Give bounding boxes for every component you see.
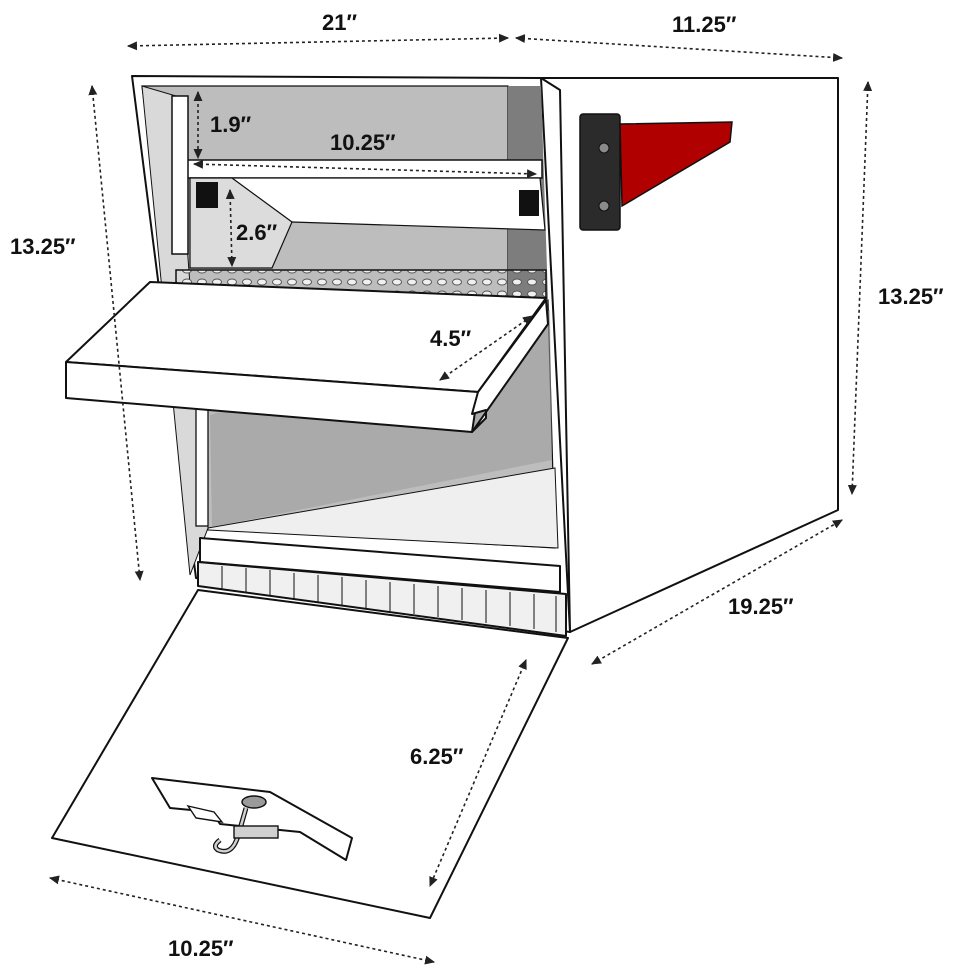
left-clip <box>196 182 218 208</box>
flag-bolt-bottom <box>598 200 610 212</box>
label-bracket-height: 2.6″ <box>236 220 278 245</box>
left-post-lower <box>195 407 209 527</box>
dim-line-top-depth <box>514 34 844 62</box>
dim-line-top-width <box>126 33 510 51</box>
flag-bracket <box>579 113 621 231</box>
dim-line-door-height <box>429 658 527 888</box>
label-door-width: 10.25″ <box>168 936 234 961</box>
hinge-knuckles <box>221 566 557 632</box>
label-door-height: 6.25″ <box>410 744 464 769</box>
label-left-height: 13.25″ <box>10 234 76 259</box>
door-handle <box>151 777 353 861</box>
left-post <box>171 95 189 255</box>
dim-line-bracket-height <box>225 188 237 268</box>
right-clip <box>519 190 539 216</box>
door-handle-inner <box>186 804 224 823</box>
red-flag <box>619 121 733 208</box>
front-sill <box>199 537 561 593</box>
latch-hook <box>212 795 279 854</box>
label-slot-height: 1.9″ <box>210 112 252 137</box>
dim-line-side-depth <box>591 519 843 665</box>
hinge-strip <box>197 561 567 637</box>
dim-line-right-height <box>847 80 873 496</box>
open-door <box>51 589 569 919</box>
label-right-height: 13.25″ <box>878 284 944 309</box>
label-side-depth: 19.25″ <box>728 594 794 619</box>
dim-line-left-height <box>88 84 144 582</box>
dim-line-tray-depth <box>439 315 533 381</box>
interior-floor <box>207 467 559 549</box>
flag-bolt-top <box>598 142 610 154</box>
label-top-width: 21″ <box>322 10 357 35</box>
label-slot-width: 10.25″ <box>330 130 396 155</box>
label-tray-depth: 4.5″ <box>430 326 472 351</box>
label-top-depth: 11.25″ <box>672 12 737 37</box>
